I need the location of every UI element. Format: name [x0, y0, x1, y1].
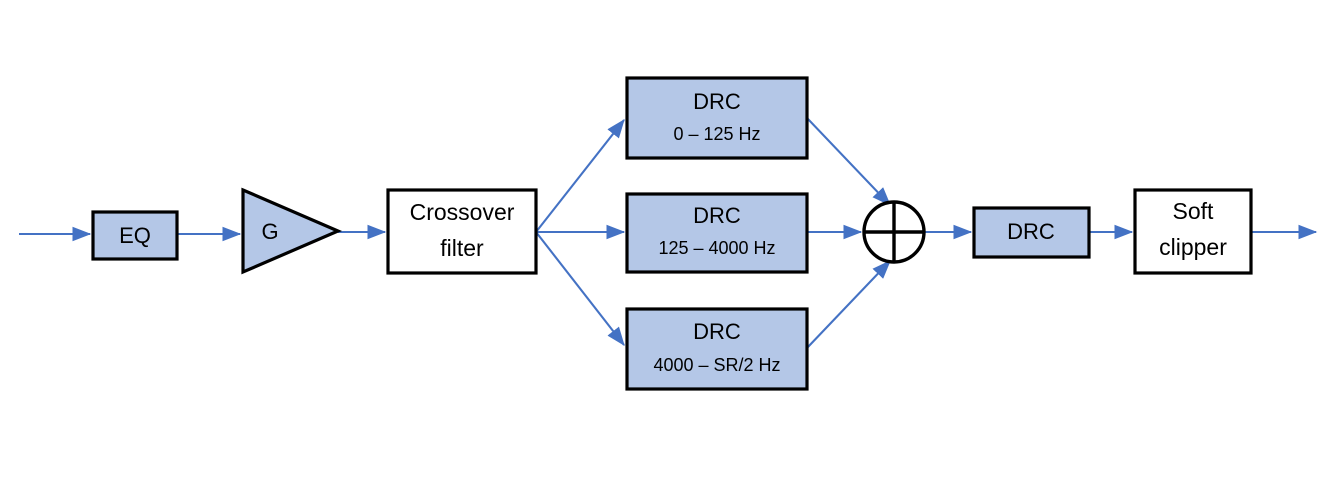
block-drc-high-range: 4000 – SR/2 Hz	[653, 355, 780, 375]
block-drc-master-shape[interactable]	[972, 206, 1091, 259]
block-soft-clipper-label-line2: clipper	[1159, 234, 1227, 260]
block-drc-mid-range: 125 – 4000 Hz	[658, 238, 775, 258]
connector-drc-high-to-summer	[806, 260, 891, 349]
block-drc-high[interactable]: DRC 4000 – SR/2 Hz	[625, 307, 809, 391]
block-eq-label: EQ	[119, 223, 151, 248]
connector-crossover-to-drc-low	[535, 119, 625, 233]
block-drc-low[interactable]: DRC 0 – 125 Hz	[625, 76, 809, 160]
block-drc-high-label: DRC	[693, 319, 741, 344]
block-crossover-filter-label-line2: filter	[440, 235, 484, 261]
block-gain[interactable]: G	[241, 187, 343, 275]
block-gain-shape[interactable]	[241, 187, 343, 275]
block-drc-master[interactable]: DRC	[972, 206, 1091, 259]
block-crossover-filter[interactable]: Crossover filter	[386, 188, 538, 275]
connector-group	[19, 117, 1318, 349]
block-drc-master-label: DRC	[1007, 219, 1055, 244]
block-drc-mid-label: DRC	[693, 203, 741, 228]
block-drc-mid[interactable]: DRC 125 – 4000 Hz	[625, 192, 809, 274]
block-soft-clipper[interactable]: Soft clipper	[1133, 188, 1253, 275]
block-eq[interactable]: EQ	[91, 210, 179, 261]
block-drc-high-shape[interactable]	[625, 307, 809, 391]
connector-crossover-to-drc-high	[535, 231, 625, 346]
block-drc-low-range: 0 – 125 Hz	[673, 124, 760, 144]
connector-drc-low-to-summer	[806, 117, 891, 206]
summing-junction-icon[interactable]	[862, 200, 926, 264]
block-drc-low-label: DRC	[693, 89, 741, 114]
block-soft-clipper-shape[interactable]	[1133, 188, 1253, 275]
block-gain-label: G	[261, 219, 278, 244]
block-crossover-filter-label-line1: Crossover	[410, 199, 515, 225]
block-eq-shape[interactable]	[91, 210, 179, 261]
block-drc-mid-shape[interactable]	[625, 192, 809, 274]
block-soft-clipper-label-line1: Soft	[1173, 198, 1215, 224]
block-crossover-filter-shape[interactable]	[386, 188, 538, 275]
block-drc-low-shape[interactable]	[625, 76, 809, 160]
